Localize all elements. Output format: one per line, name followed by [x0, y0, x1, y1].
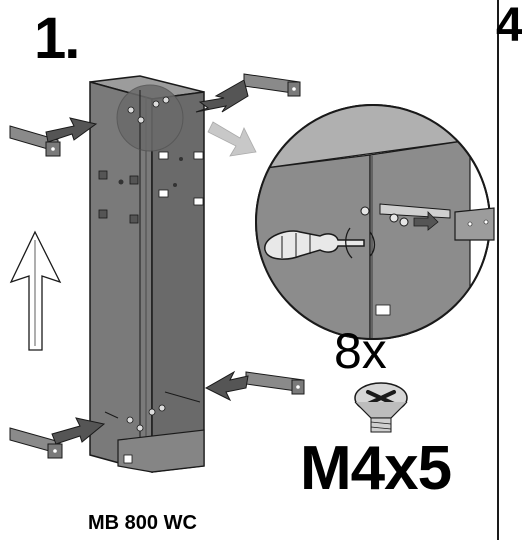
cabinet-box	[89, 75, 205, 473]
zoom-detail-circle	[255, 104, 495, 340]
bracket-bottom-right	[204, 370, 305, 402]
step-number: 1.	[34, 6, 80, 71]
arrow-up-outline-icon	[9, 230, 62, 351]
screw-quantity: 8x	[334, 323, 387, 379]
bracket-top-right	[195, 73, 301, 113]
page-divider	[497, 0, 499, 540]
bracket-bottom-left	[9, 417, 106, 459]
product-model: MB 800 WC	[88, 512, 197, 534]
screw-size: M4x5	[300, 434, 452, 503]
countersunk-screw-icon	[354, 382, 408, 433]
bracket-top-left	[9, 117, 98, 157]
next-step-number: 4	[496, 0, 522, 52]
screwdriver-icon	[264, 227, 376, 260]
detail-highlight-circle	[116, 84, 184, 152]
zoom-pointer-arrow	[207, 121, 257, 157]
